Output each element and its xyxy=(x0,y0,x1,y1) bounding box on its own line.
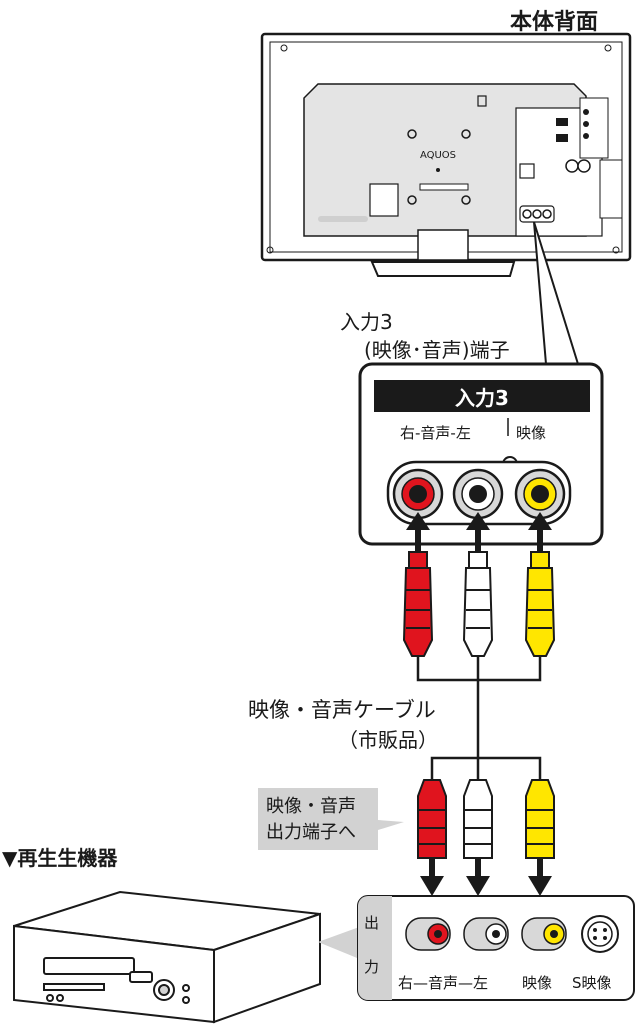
output-s-video-jack xyxy=(581,915,619,953)
playback-device-label: ▼再生生機器 xyxy=(2,846,118,870)
output-video-jack xyxy=(521,917,567,951)
input3-panel-header: 入力3 xyxy=(455,386,509,410)
output-audio-right-jack xyxy=(405,917,451,951)
input3-panel xyxy=(358,362,604,546)
cable-upper-plugs xyxy=(402,551,556,657)
source-output-panel xyxy=(357,895,635,1001)
plug-in-arrows-top xyxy=(406,512,552,552)
source-output-callout xyxy=(258,788,404,850)
output-video-label: 映像 xyxy=(522,974,553,992)
input3-video-jack xyxy=(514,468,566,520)
playback-device-illustration xyxy=(13,890,321,1024)
input3-video-label: 映像 xyxy=(516,424,547,442)
cable-note: （市販品） xyxy=(338,728,438,752)
aquos-logo: AQUOS xyxy=(420,150,456,161)
plug-in-arrows-bottom xyxy=(420,858,552,896)
cable-lower-plugs xyxy=(417,779,555,859)
tv-rear-illustration xyxy=(260,32,632,277)
output-s-video-label: S映像 xyxy=(572,974,612,992)
source-output-callout-line2: 出力端子へ xyxy=(266,822,356,843)
input3-audio-right-jack xyxy=(392,468,444,520)
output-side-label-bottom: 力 xyxy=(364,958,380,976)
input3-audio-label: 右-音声-左 xyxy=(400,424,471,442)
tv-rear-label: 本体背面 xyxy=(510,10,599,35)
output-side-label-top: 出 xyxy=(364,914,380,932)
input3-audio-left-jack xyxy=(452,468,504,520)
source-output-callout-line1: 映像・音声 xyxy=(266,796,356,817)
cable-wires xyxy=(416,656,542,780)
output-audio-left-jack xyxy=(463,917,509,951)
input3-terminal-label-line1: 入力3 xyxy=(340,310,393,334)
cable-label: 映像・音声ケーブル xyxy=(248,698,436,722)
output-audio-label: 右—音声—左 xyxy=(398,974,489,992)
output-panel-pointer xyxy=(318,926,362,960)
input3-terminal-label-line2: (映像･音声)端子 xyxy=(364,338,510,362)
